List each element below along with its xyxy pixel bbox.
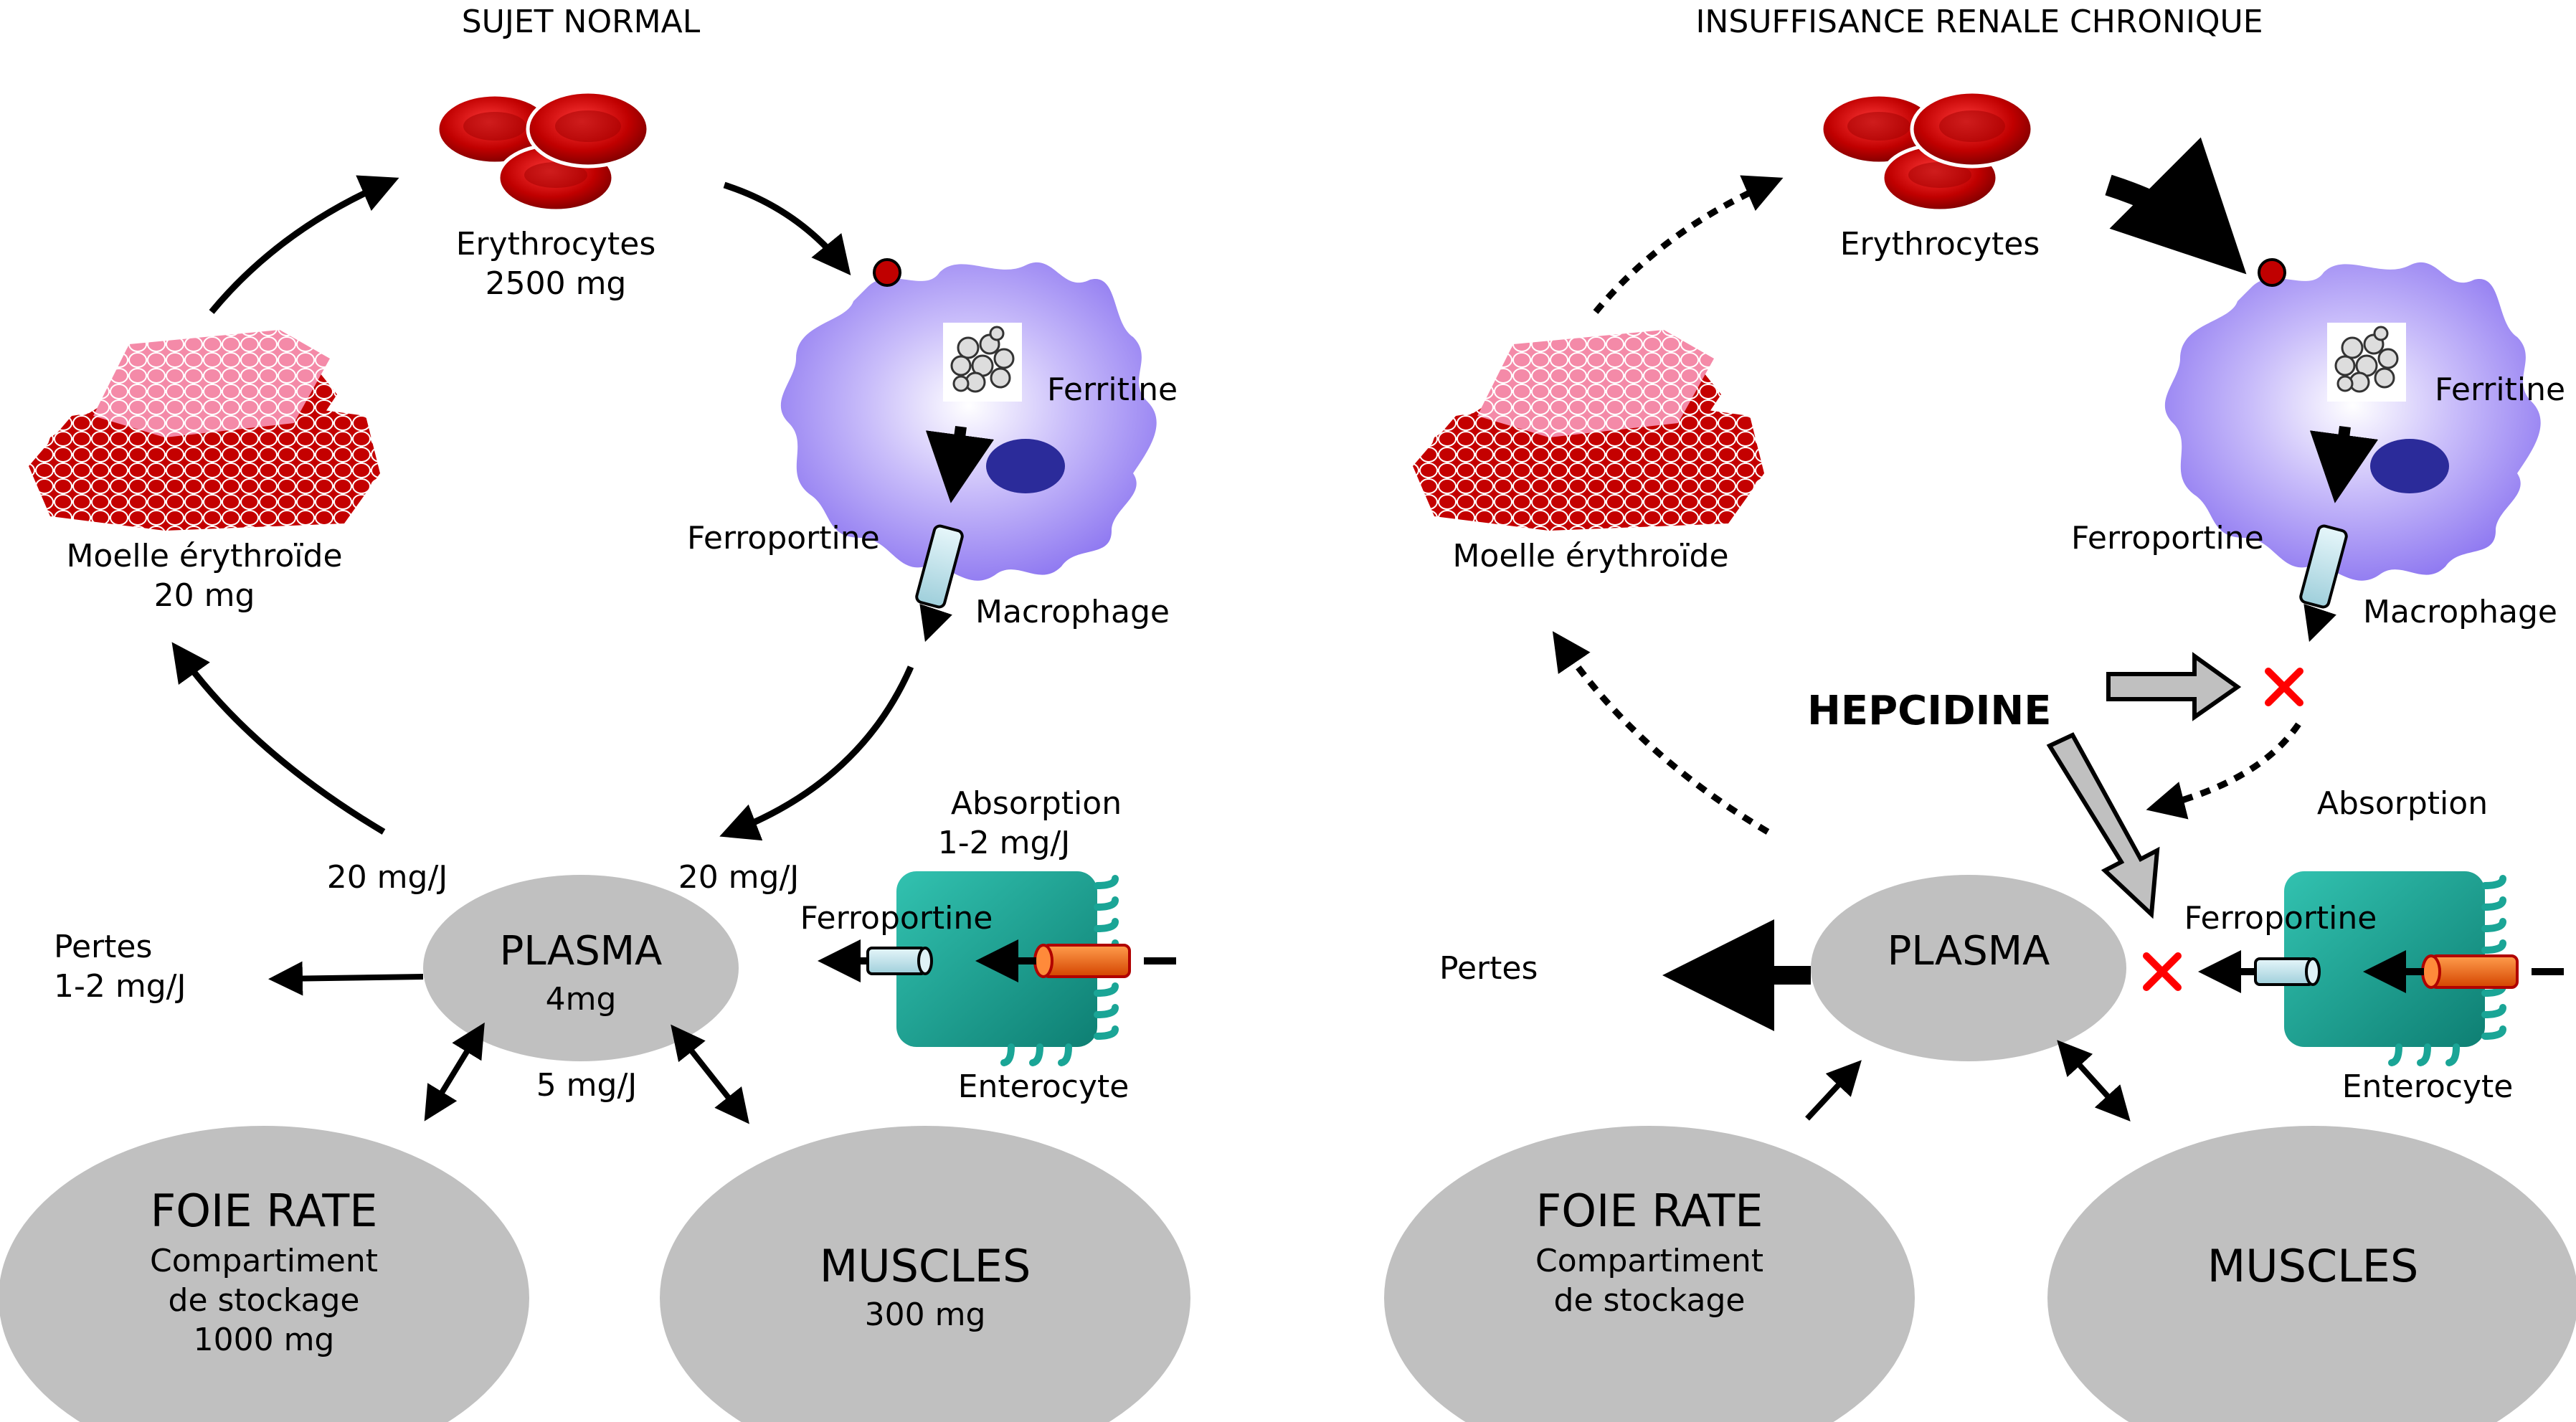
panel-title-normal: SUJET NORMAL (462, 4, 701, 40)
hepcidine-arrow-macrophage (2106, 652, 2242, 721)
arrow-macrophage-to-plasma (719, 665, 914, 841)
panel-title-irc: INSUFFISANCE RENALE CHRONIQUE (1695, 4, 2263, 40)
moelle-label-irc: Moelle érythroïde (1452, 538, 1728, 574)
foie-rate-line2-irc: de stockage (1554, 1282, 1746, 1319)
ferritin-icon (2326, 321, 2407, 403)
arrow-erythrocytes-to-macrophage-increased (2105, 137, 2247, 275)
absorption-amount: 1-2 mg/J (938, 825, 1070, 861)
iron-particle-icon (2258, 258, 2286, 287)
erythrocytes-amount: 2500 mg (486, 265, 627, 302)
moelle-label: Moelle érythroïde (66, 538, 342, 574)
absorption-label: Absorption (951, 785, 1122, 822)
plasma-compartment (423, 875, 739, 1061)
enterocyte-label: Enterocyte (958, 1068, 1130, 1105)
muscles-amount: 300 mg (865, 1297, 986, 1333)
erythrocytes-label: Erythrocytes (456, 226, 656, 262)
enterocyte-label-irc: Enterocyte (2342, 1068, 2514, 1105)
arrow-plasma-to-marrow-reduced (1552, 631, 1770, 835)
ferroportin-channel-icon (2254, 957, 2321, 986)
exchange-arrow-liver (424, 1022, 485, 1122)
foie-rate-amount: 1000 mg (194, 1322, 335, 1358)
flow-label-right: 20 mg/J (678, 859, 800, 896)
panel-irc: INSUFFISANCE RENALE CHRONIQUE Erythrocyt… (1384, 4, 2576, 1422)
export-arrow (919, 604, 952, 643)
ferroportine-macrophage-label-irc: Ferroportine (2071, 520, 2264, 556)
hepcidine-label: HEPCIDINE (1807, 688, 2052, 734)
block-cross-icon (2146, 956, 2178, 987)
exchange-arrow-muscles (671, 1024, 749, 1124)
loss-arrow (268, 961, 424, 996)
plasma-label-irc: PLASMA (1888, 928, 2050, 975)
arrow-erythrocytes-to-macrophage (723, 181, 851, 275)
arrow-plasma-to-marrow (171, 642, 386, 835)
arrow-macrophage-to-plasma-reduced (2146, 722, 2301, 820)
muscles-label: MUSCLES (820, 1240, 1031, 1292)
plasma-label: PLASMA (500, 928, 663, 975)
muscles-label-irc: MUSCLES (2207, 1240, 2419, 1292)
ferritine-label-irc: Ferritine (2435, 371, 2565, 408)
iron-particle-icon (873, 258, 901, 287)
dmt1-transporter-icon (1033, 944, 1131, 978)
erythrocytes-icon (437, 92, 648, 211)
erythrocytes-label-irc: Erythrocytes (1840, 226, 2040, 262)
ferroportine-enterocyte-label-irc: Ferroportine (2184, 900, 2377, 937)
pertes-label-irc: Pertes (1439, 950, 1538, 987)
muscles-compartment (660, 1126, 1190, 1422)
macrophage-label: Macrophage (975, 594, 1170, 630)
foie-rate-compartment (0, 1126, 529, 1422)
foie-rate-line2: de stockage (169, 1282, 360, 1319)
foie-rate-compartment (1384, 1126, 1915, 1422)
ferritin-arrow-irc (2309, 425, 2379, 503)
pertes-amount: 1-2 mg/J (54, 968, 186, 1005)
arrow-marrow-to-erythrocytes (209, 175, 399, 314)
moelle-amount: 20 mg (154, 577, 255, 614)
exchange-arrow-muscles-irc (2057, 1040, 2131, 1122)
flow-label-left: 20 mg/J (327, 859, 448, 896)
muscles-compartment (2047, 1126, 2576, 1422)
erythrocytes-icon (1822, 92, 2032, 211)
foie-rate-label: FOIE RATE (151, 1185, 378, 1237)
absorption-label-irc: Absorption (2317, 785, 2488, 822)
ferritin-arrow (925, 425, 995, 503)
ferroportine-enterocyte-label: Ferroportine (800, 900, 993, 937)
panel-normal: SUJET NORMAL Erythrocytes 2500 mg Moelle… (0, 4, 1190, 1422)
block-cross-icon (2268, 671, 2300, 703)
foie-rate-label-irc: FOIE RATE (1536, 1185, 1763, 1237)
bone-marrow-cells-icon (29, 330, 380, 531)
ferroportin-channel-icon (866, 947, 933, 975)
plasma-amount: 4mg (546, 981, 617, 1018)
pertes-label: Pertes (54, 929, 152, 965)
arrow-marrow-to-erythrocytes-reduced (1593, 175, 1784, 314)
foie-rate-line1: Compartiment (150, 1243, 378, 1279)
plasma-compartment (1811, 875, 2126, 1061)
storage-release-arrow (1805, 1060, 1862, 1121)
hepcidine-arrow-enterocyte (2046, 732, 2160, 919)
macrophage-label-irc: Macrophage (2363, 594, 2557, 630)
ferritine-label: Ferritine (1047, 371, 1178, 408)
bone-marrow-cells-icon (1413, 330, 1764, 531)
export-arrow-irc (2303, 604, 2336, 643)
foie-rate-line1-irc: Compartiment (1535, 1243, 1763, 1279)
ferritin-icon (942, 321, 1023, 403)
dmt1-transporter-icon (2421, 954, 2519, 989)
exchange-label: 5 mg/J (536, 1067, 638, 1104)
ferroportine-macrophage-label: Ferroportine (687, 520, 880, 556)
